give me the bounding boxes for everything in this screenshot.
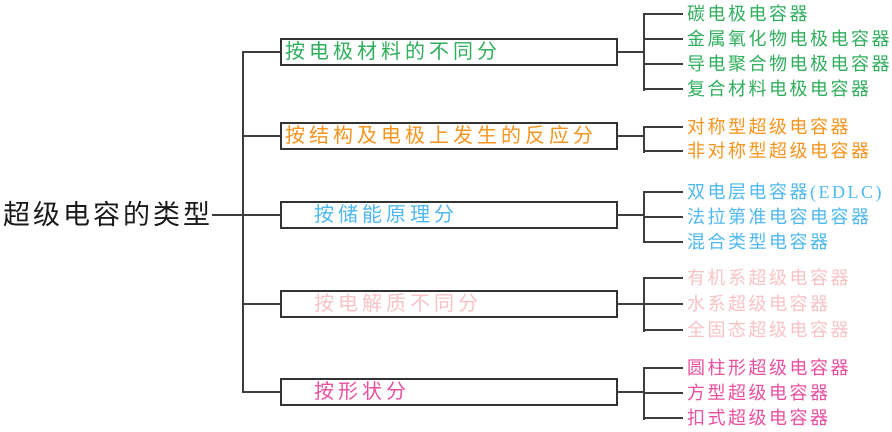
connector-line	[643, 303, 683, 305]
leaf-label: 扣式超级电容器	[687, 408, 831, 428]
connector-line	[617, 135, 644, 137]
branch-label: 按电极材料的不同分	[285, 41, 501, 63]
leaf-label: 导电聚合物电极电容器	[687, 54, 892, 74]
branch-box-electrode-material: 按电极材料的不同分	[280, 38, 618, 66]
connector-line	[643, 13, 683, 15]
connector-line	[617, 391, 644, 393]
branch-label: 按结构及电极上发生的反应分	[285, 125, 597, 147]
connector-line	[242, 391, 280, 393]
leaf-label: 方型超级电容器	[687, 383, 831, 403]
leaf-group-line	[643, 126, 645, 153]
branch-box-shape: 按形状分	[280, 378, 618, 406]
connector-line	[643, 216, 683, 218]
connector-line	[643, 63, 683, 65]
root-label: 超级电容的类型	[3, 200, 213, 230]
connector-line	[643, 417, 683, 419]
connector-line	[643, 241, 683, 243]
connector-line	[617, 214, 644, 216]
connector-line	[242, 135, 280, 137]
connector-line	[617, 303, 644, 305]
connector-line	[643, 392, 683, 394]
connector-line	[643, 191, 683, 193]
connector-line	[242, 51, 280, 53]
connector-line	[212, 214, 280, 216]
leaf-label: 水系超级电容器	[687, 294, 831, 314]
leaf-group-line	[643, 13, 645, 91]
branch-box-electrolyte: 按电解质不同分	[280, 290, 618, 318]
leaf-label: 复合材料电极电容器	[687, 79, 872, 99]
connector-line	[643, 277, 683, 279]
branch-box-storage-principle: 按储能原理分	[280, 201, 618, 229]
spine-line	[242, 51, 244, 393]
leaf-label: 有机系超级电容器	[687, 268, 851, 288]
branch-label: 按形状分	[314, 381, 410, 403]
leaf-label: 双电层电容器(EDLC)	[687, 182, 884, 202]
connector-line	[643, 150, 683, 152]
leaf-label: 非对称型超级电容器	[687, 141, 872, 161]
leaf-label: 圆柱形超级电容器	[687, 358, 851, 378]
branch-box-structure-reaction: 按结构及电极上发生的反应分	[280, 122, 618, 150]
leaf-label: 对称型超级电容器	[687, 117, 851, 137]
branch-label: 按电解质不同分	[314, 293, 482, 315]
leaf-label: 法拉第准电容电容器	[687, 207, 872, 227]
leaf-label: 混合类型电容器	[687, 232, 831, 252]
connector-line	[643, 126, 683, 128]
connector-line	[242, 303, 280, 305]
connector-line	[643, 88, 683, 90]
leaf-label: 碳电极电容器	[687, 4, 810, 24]
connector-line	[643, 367, 683, 369]
connector-line	[643, 329, 683, 331]
connector-line	[643, 38, 683, 40]
connector-line	[617, 51, 644, 53]
leaf-label: 金属氧化物电极电容器	[687, 29, 892, 49]
leaf-label: 全固态超级电容器	[687, 320, 851, 340]
branch-label: 按储能原理分	[314, 204, 458, 226]
